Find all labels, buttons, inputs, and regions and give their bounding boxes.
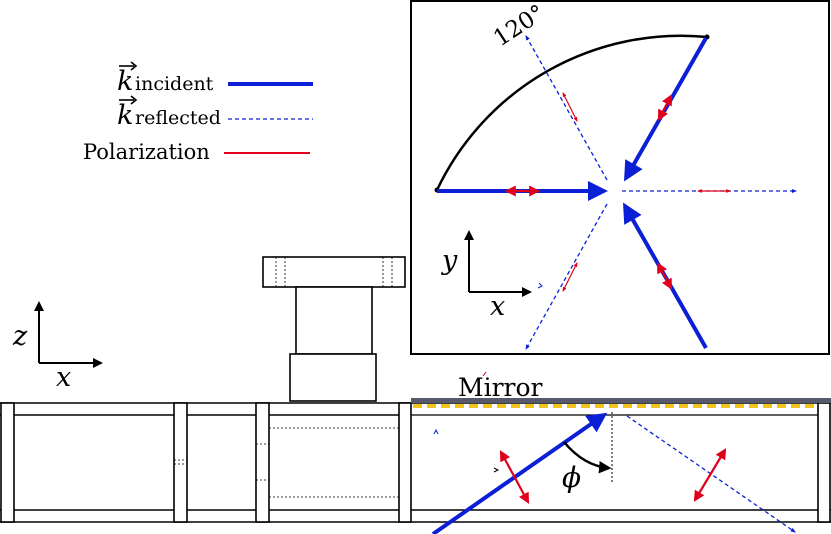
inset-frame <box>410 0 830 355</box>
legend: k incident k reflected Polarization <box>83 61 313 164</box>
phi-label: ϕ <box>562 461 581 494</box>
inset-y-label: y <box>441 245 458 276</box>
flange-a <box>173 402 188 523</box>
side-view-beams: ϕ <box>431 412 796 534</box>
mirror-surface <box>411 398 831 403</box>
flange-left <box>0 402 15 523</box>
legend-reflected: k reflected <box>117 95 313 131</box>
mirror-label: Mirror <box>458 373 543 402</box>
flange-b <box>255 402 270 523</box>
polarization-upper-reflected <box>562 92 578 122</box>
stray-mark <box>537 282 543 289</box>
angle-arc <box>435 34 708 191</box>
knob-base <box>289 353 377 402</box>
legend-reflected-symbol: k <box>117 100 133 131</box>
inset-top-view: 120° y x <box>410 0 830 355</box>
stray-mark <box>482 371 487 377</box>
inset-x-label: x <box>490 291 505 322</box>
side-x-label: x <box>56 362 71 393</box>
side-polarization-reflected <box>693 448 727 502</box>
legend-polarization: Polarization <box>83 140 310 164</box>
stray-mark <box>433 428 439 435</box>
inset-axes: y x <box>441 230 532 322</box>
side-z-label: z <box>12 321 28 352</box>
side-polarization-incident <box>499 450 530 504</box>
flange-c <box>398 402 412 523</box>
vector-arrowhead-icon <box>130 61 138 71</box>
polarization-lower-reflected <box>562 262 578 292</box>
stray-mark <box>493 467 500 473</box>
apparatus <box>0 256 831 523</box>
vector-arrowhead-icon <box>130 95 138 105</box>
legend-polarization-label: Polarization <box>83 140 210 164</box>
knob-cap <box>262 256 406 288</box>
flange-right <box>817 402 831 523</box>
legend-incident-subscript: incident <box>135 73 214 95</box>
phi-arc-arrow-icon <box>563 441 612 474</box>
polarization-lower-incident <box>656 262 673 290</box>
legend-incident: k incident <box>117 61 313 97</box>
side-reflected-beam <box>626 415 796 533</box>
knob-stem <box>295 286 373 355</box>
legend-incident-symbol: k <box>117 66 133 97</box>
legend-reflected-subscript: reflected <box>135 107 221 129</box>
side-view-axes: z x <box>12 301 103 393</box>
polarization-upper-incident <box>657 94 673 121</box>
